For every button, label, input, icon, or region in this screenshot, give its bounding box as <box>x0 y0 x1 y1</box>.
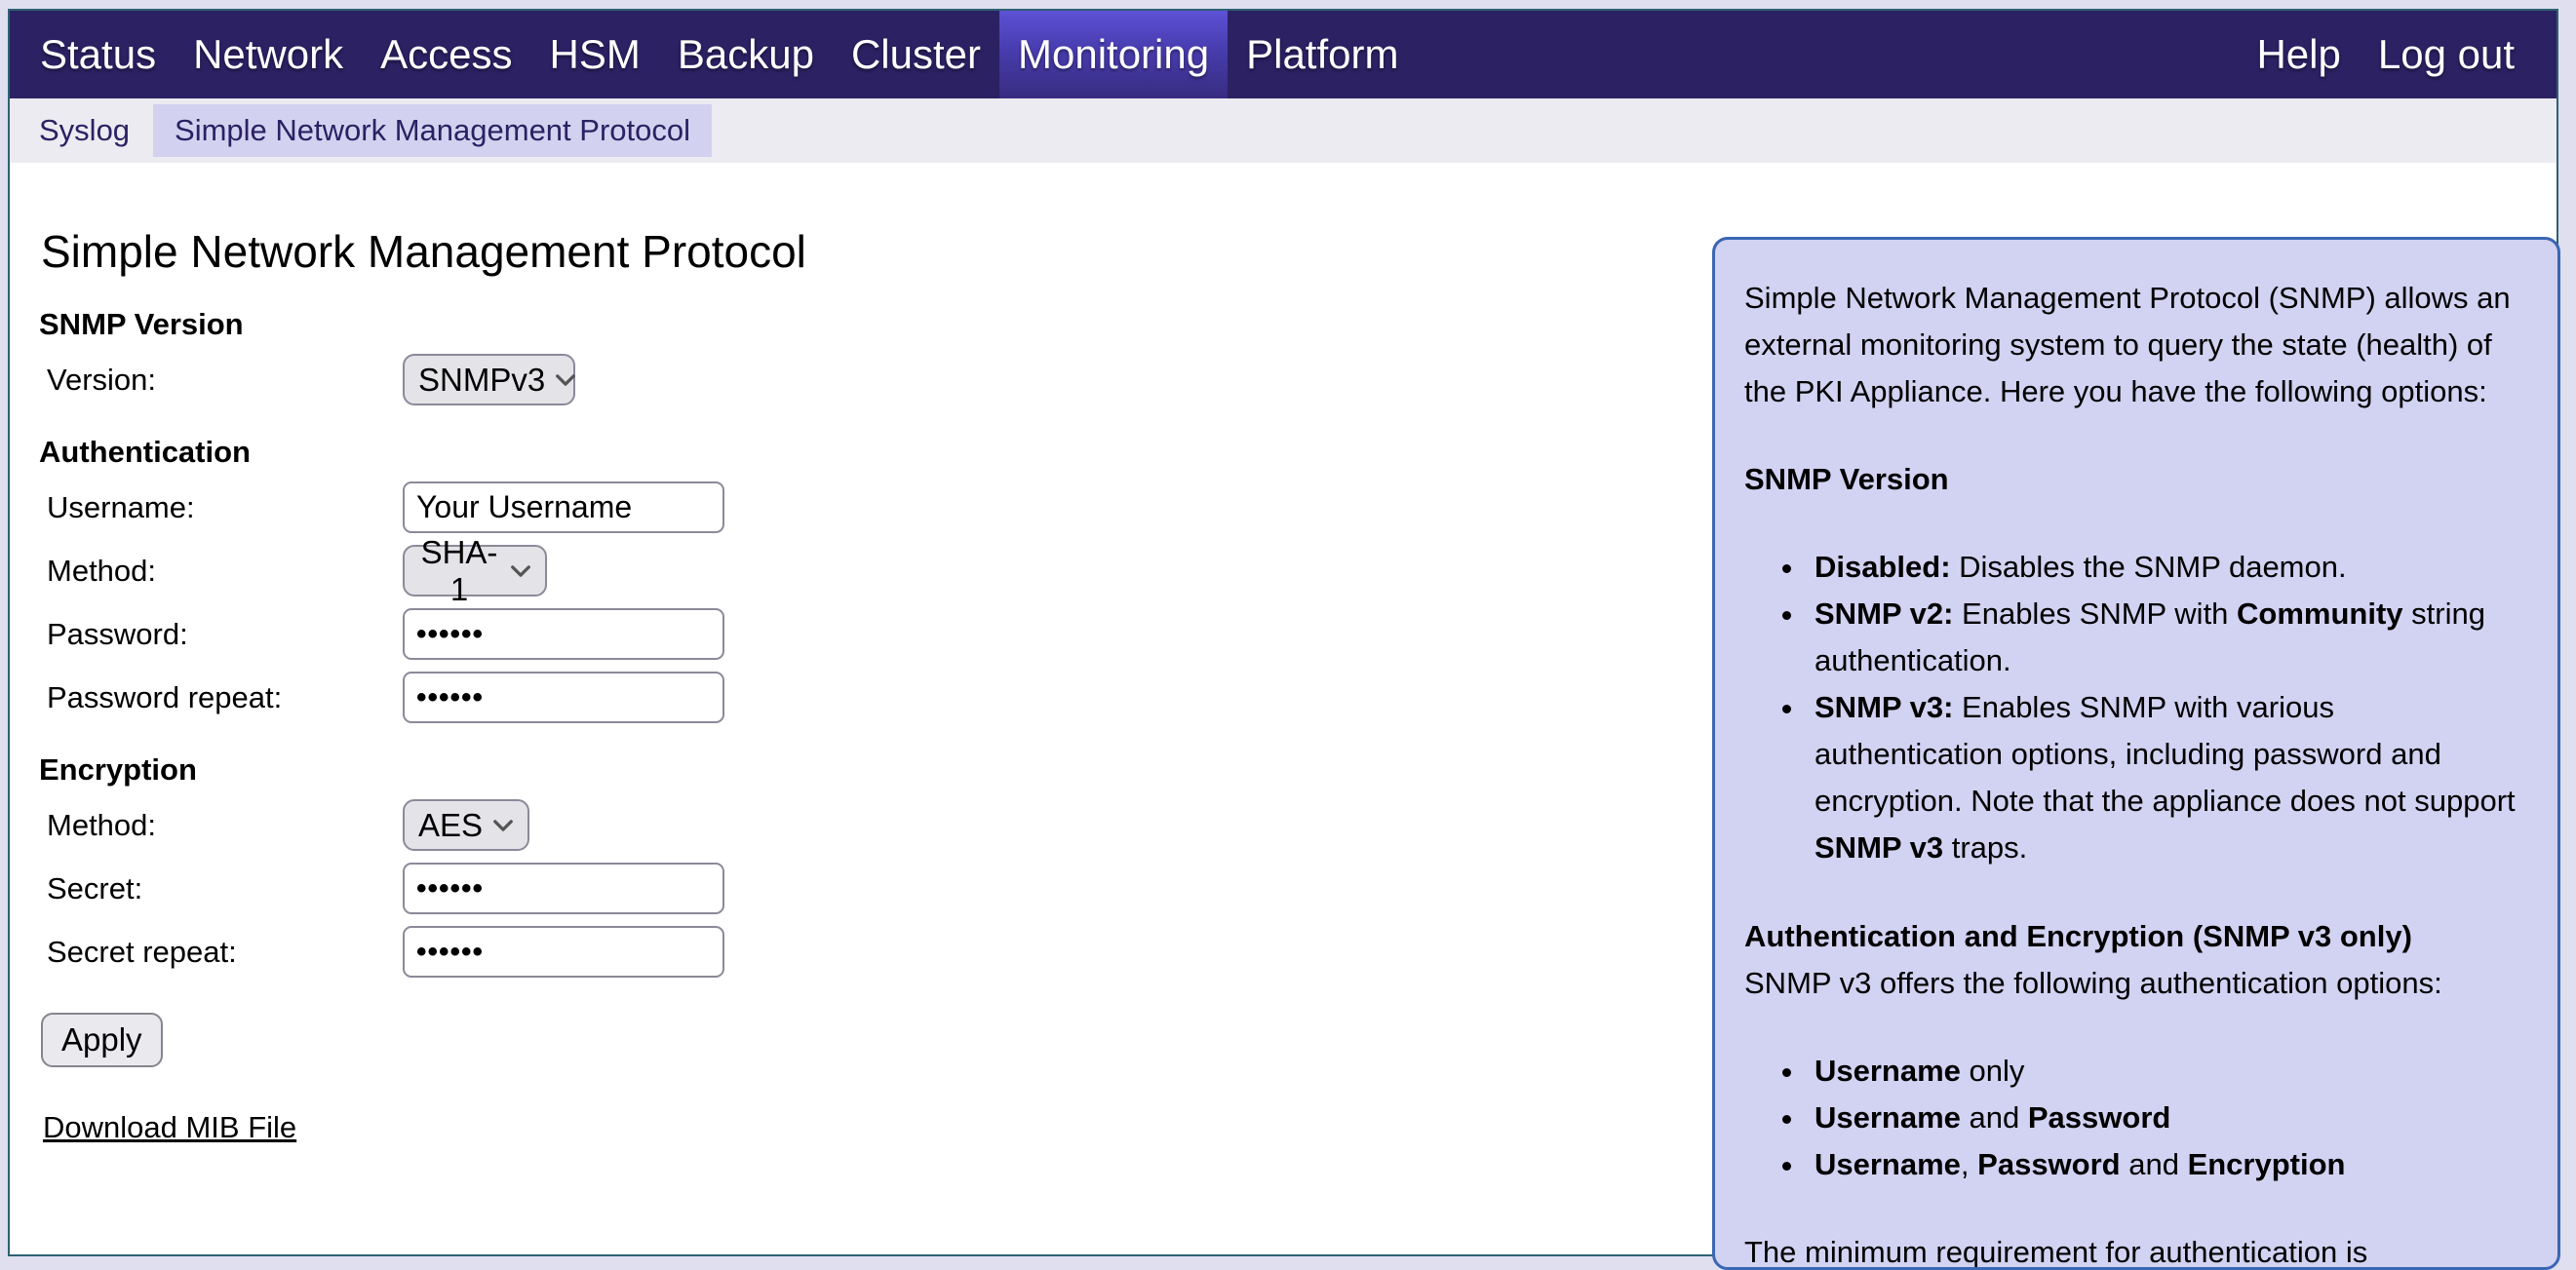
nav-item-help[interactable]: Help <box>2256 31 2341 77</box>
help-version-item: Disabled: Disables the SNMP daemon. <box>1807 544 2528 591</box>
page-title: Simple Network Management Protocol <box>41 226 806 277</box>
auth-method-row: Method: SHA-1 <box>39 534 2556 607</box>
nav-item-platform[interactable]: Platform <box>1246 31 1399 77</box>
secret-repeat-label: Secret repeat: <box>47 934 237 969</box>
password-repeat-row: Password repeat: <box>39 670 2556 725</box>
help-version-list: Disabled: Disables the SNMP daemon. SNMP… <box>1744 544 2528 871</box>
help-intro: Simple Network Management Protocol (SNMP… <box>1744 281 2511 409</box>
version-select[interactable]: SNMPv3 <box>403 354 576 405</box>
nav-item-backup[interactable]: Backup <box>677 31 814 77</box>
username-input[interactable] <box>403 481 724 533</box>
version-label: Version: <box>47 362 157 397</box>
chevron-down-icon <box>493 819 513 831</box>
nav-item-monitoring[interactable]: Monitoring <box>998 11 1229 98</box>
help-auth-list: Username only Username and Password User… <box>1744 1048 2528 1188</box>
help-auth-item: Username only <box>1807 1048 2528 1095</box>
tab-syslog[interactable]: Syslog <box>39 113 131 147</box>
nav-item-cluster[interactable]: Cluster <box>850 31 981 77</box>
enc-method-select-value: AES <box>418 806 484 843</box>
help-version-item: SNMP v2: Enables SNMP with Community str… <box>1807 591 2528 684</box>
username-label: Username: <box>47 489 195 524</box>
nav-item-status[interactable]: Status <box>40 31 157 77</box>
nav-item-hsm[interactable]: HSM <box>549 31 641 77</box>
auth-method-label: Method: <box>47 553 157 588</box>
help-panel: Simple Network Management Protocol (SNMP… <box>1712 237 2560 1270</box>
chevron-down-icon <box>556 373 576 386</box>
nav-item-logout[interactable]: Log out <box>2377 31 2515 77</box>
version-row: Version: SNMPv3 <box>39 352 2556 407</box>
username-row: Username: <box>39 480 2556 535</box>
section-heading-authentication: Authentication <box>39 435 251 469</box>
section-heading-encryption: Encryption <box>39 752 197 787</box>
help-footer: The minimum requirement for authenticati… <box>1744 1234 2368 1269</box>
enc-method-row: Method: AES <box>39 797 2556 853</box>
navbar: Status Network Access HSM Backup Cluster… <box>10 11 2556 98</box>
help-auth-item: Username and Password <box>1807 1095 2528 1141</box>
enc-method-select[interactable]: AES <box>403 799 529 851</box>
apply-button[interactable]: Apply <box>41 1013 163 1067</box>
main-content: Simple Network Management Protocol SNMP … <box>10 225 2556 1145</box>
enc-method-label: Method: <box>47 807 157 842</box>
password-input[interactable] <box>403 608 724 660</box>
section-heading-snmp-version: SNMP Version <box>39 307 244 341</box>
help-auth-item: Username, Password and Encryption <box>1807 1141 2528 1188</box>
secret-repeat-row: Secret repeat: <box>39 924 2556 980</box>
secret-input[interactable] <box>403 863 724 914</box>
secret-row: Secret: <box>39 861 2556 916</box>
password-repeat-input[interactable] <box>403 672 724 723</box>
password-row: Password: <box>39 606 2556 662</box>
chevron-down-icon <box>511 564 530 577</box>
app-container: Status Network Access HSM Backup Cluster… <box>8 9 2560 1270</box>
password-repeat-label: Password repeat: <box>47 679 283 714</box>
password-label: Password: <box>47 616 188 651</box>
secret-label: Secret: <box>47 870 143 905</box>
help-heading-auth: Authentication and Encryption (SNMP v3 o… <box>1744 918 2412 953</box>
nav-item-network[interactable]: Network <box>193 31 344 77</box>
help-auth-sub: SNMP v3 offers the following authenticat… <box>1744 965 2442 1000</box>
help-version-item: SNMP v3: Enables SNMP with various authe… <box>1807 684 2528 871</box>
version-select-value: SNMPv3 <box>418 361 546 398</box>
auth-method-select-value: SHA-1 <box>420 533 498 607</box>
download-mib-link[interactable]: Download MIB File <box>43 1110 297 1144</box>
secret-repeat-input[interactable] <box>403 926 724 978</box>
help-heading-snmp-version: SNMP Version <box>1744 462 1949 497</box>
tabbar: Syslog Simple Network Management Protoco… <box>10 98 2556 163</box>
auth-method-select[interactable]: SHA-1 <box>403 534 547 607</box>
nav-item-access[interactable]: Access <box>380 31 513 77</box>
tab-snmp[interactable]: Simple Network Management Protocol <box>153 104 712 157</box>
